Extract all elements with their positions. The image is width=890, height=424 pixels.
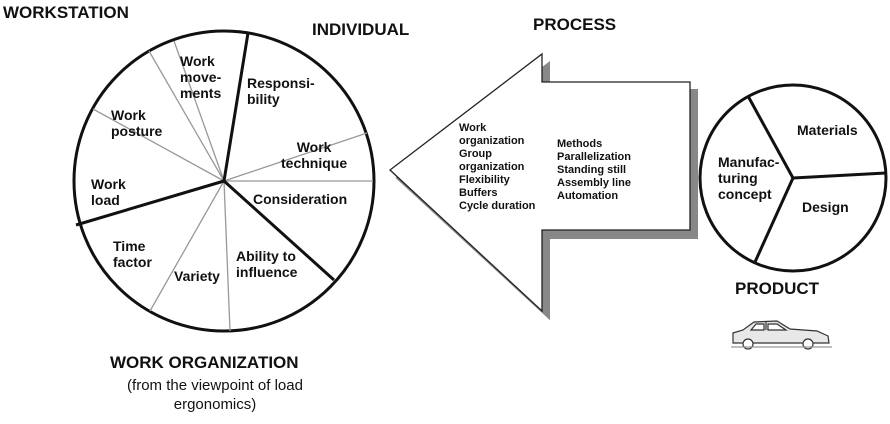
segment-label-line: Manufac- xyxy=(718,154,780,170)
work-organization-subtitle: (from the viewpoint of load ergonomics) xyxy=(105,376,325,414)
segment-manufacturing-concept: Manufac- turing concept xyxy=(718,154,779,202)
segment-time-factor: Time factor xyxy=(113,238,152,270)
process-left-column: Work organization Group organization Fle… xyxy=(459,122,535,213)
segment-label-line: Work xyxy=(180,53,215,69)
process-item: Parallelization xyxy=(557,151,631,163)
segment-label-line: turing xyxy=(718,170,758,186)
segment-label-line: Work xyxy=(91,176,126,192)
segment-responsibility: Responsi- bility xyxy=(247,75,315,107)
process-item: Buffers xyxy=(459,187,498,199)
process-heading: PROCESS xyxy=(533,15,617,34)
segment-label-line: factor xyxy=(113,254,152,270)
individual-heading: INDIVIDUAL xyxy=(312,20,410,39)
segment-label-line: bility xyxy=(247,91,280,107)
segment-label-line: Responsi- xyxy=(247,75,315,91)
segment-label-line: influence xyxy=(236,264,298,280)
work-organization-heading: WORK ORGANIZATION xyxy=(110,353,299,372)
process-item: Automation xyxy=(557,190,619,202)
segment-variety: Variety xyxy=(174,268,220,284)
process-item: Standing still xyxy=(557,164,627,176)
segment-label-line: load xyxy=(91,192,120,208)
process-right-column: Methods Parallelization Standing still A… xyxy=(557,138,631,203)
workstation-heading: WORKSTATION xyxy=(3,3,129,22)
segment-label-line: Time xyxy=(113,238,146,254)
segment-work-posture: Work posture xyxy=(111,107,162,139)
segment-label-line: move- xyxy=(180,69,222,85)
work-organization-pie xyxy=(72,29,376,333)
subtitle-line-2: ergonomics) xyxy=(173,396,257,413)
car-icon xyxy=(731,320,832,350)
segment-label-line: technique xyxy=(281,155,348,171)
product-heading: PRODUCT xyxy=(735,279,820,298)
segment-materials: Materials xyxy=(797,122,858,138)
segment-label-line: ments xyxy=(180,85,222,101)
segment-work-movements: Work move- ments xyxy=(180,53,221,101)
product-circle xyxy=(698,83,888,273)
segment-label-line: posture xyxy=(111,123,163,139)
process-item: Cycle duration xyxy=(459,200,536,212)
segment-work-technique: Work technique xyxy=(281,139,347,171)
segment-design: Design xyxy=(802,199,849,215)
segment-label-line: concept xyxy=(718,186,772,202)
process-arrow xyxy=(388,52,698,321)
process-item: organization xyxy=(459,135,525,147)
process-item: Flexibility xyxy=(459,174,510,186)
segment-ability-to-influence: Ability to influence xyxy=(236,248,297,280)
subtitle-line-1: (from the viewpoint of load xyxy=(127,377,303,394)
segment-label-line: Work xyxy=(296,139,332,155)
process-item: Group xyxy=(459,148,492,160)
segment-label-line: Work xyxy=(111,107,146,123)
process-item: Work xyxy=(459,122,487,134)
segment-label-line: Ability to xyxy=(236,248,296,264)
process-item: Assembly line xyxy=(557,177,631,189)
process-item: organization xyxy=(459,161,525,173)
segment-consideration: Consideration xyxy=(253,191,348,207)
segment-work-load: Work load xyxy=(91,176,126,208)
process-item: Methods xyxy=(557,138,603,150)
